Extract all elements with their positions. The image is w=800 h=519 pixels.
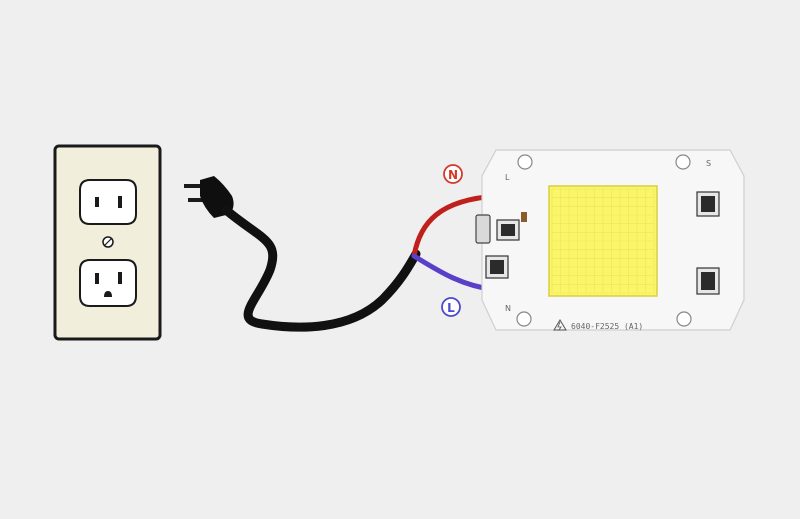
pad-label-n: N bbox=[505, 304, 511, 313]
wall-outlet bbox=[53, 144, 162, 341]
power-cord bbox=[221, 205, 421, 332]
svg-text:L: L bbox=[447, 301, 455, 315]
high-voltage-warning-icon bbox=[553, 319, 567, 331]
mount-hole bbox=[675, 154, 691, 170]
component-bridge bbox=[475, 214, 491, 244]
neutral-badge: N bbox=[443, 164, 463, 184]
component-resistor bbox=[521, 212, 527, 222]
led-cob-board: L N S 6040-F2525 (A1) bbox=[475, 149, 745, 331]
pad-label-l: L bbox=[505, 173, 510, 182]
cob-led-grid bbox=[551, 188, 655, 294]
mount-hole bbox=[517, 154, 533, 170]
outlet-screw-icon bbox=[102, 236, 114, 248]
svg-text:N: N bbox=[448, 168, 458, 182]
mount-hole bbox=[676, 311, 692, 327]
outlet-receptacle-bottom bbox=[79, 259, 137, 307]
corner-label-s: S bbox=[706, 159, 711, 168]
board-model-text: 6040-F2525 (A1) bbox=[571, 322, 643, 331]
neutral-wire bbox=[411, 193, 499, 259]
live-badge: L bbox=[441, 297, 461, 317]
outlet-receptacle-top bbox=[79, 179, 137, 225]
mount-hole bbox=[516, 311, 532, 327]
